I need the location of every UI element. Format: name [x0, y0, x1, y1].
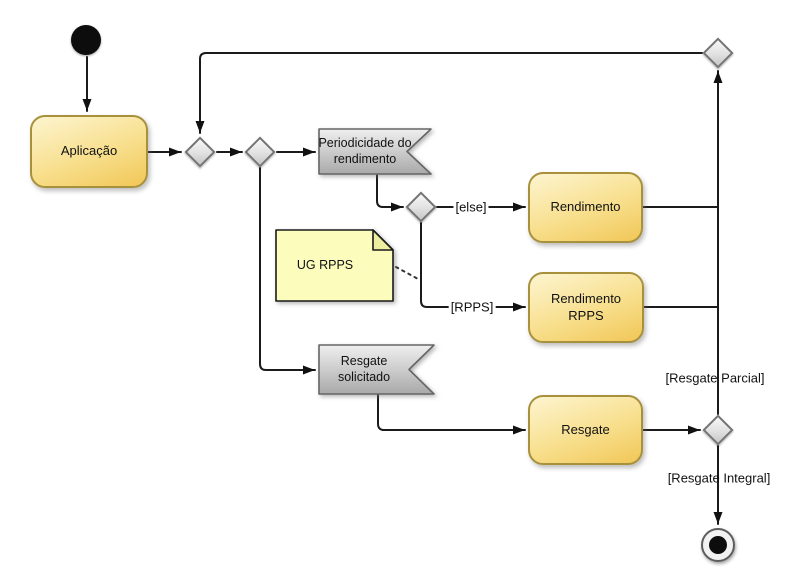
activity-resgate: Resgate	[528, 395, 643, 465]
final-node-dot	[709, 536, 727, 554]
activity-rendimento-rpps: Rendimento RPPS	[528, 272, 644, 343]
edge-label-rpps: [RPPS]	[448, 299, 496, 315]
note-ug-rpps-label: UG RPPS	[296, 257, 354, 272]
note-fold-corner-icon	[372, 229, 394, 251]
signal-shape	[318, 128, 432, 175]
edge-resgate-solicitado-to-resgate	[377, 394, 526, 435]
activity-rendimento: Rendimento	[528, 172, 643, 243]
edge-fork-to-resgate-solicitado	[259, 167, 316, 375]
activity-rendimento-rpps-label: Rendimento RPPS	[550, 290, 622, 323]
signal-resgate-solicitado-label: Resgate solicitado	[337, 353, 391, 384]
edge-loopback-top	[195, 52, 703, 134]
edge-label-resgate-integral: [Resgate Integral]	[667, 470, 771, 486]
edge-label-else: [else]	[453, 199, 489, 215]
note-shape	[275, 229, 394, 302]
edge-label-resgate-parcial: [Resgate Parcial]	[665, 370, 765, 386]
note-ug-rpps: UG RPPS	[275, 229, 394, 302]
activity-aplicacao: Aplicação	[30, 115, 148, 188]
activity-resgate-label: Resgate	[561, 421, 610, 437]
signal-periodicidade-label: Periodicidade do rendimento	[318, 135, 412, 166]
signal-resgate-solicitado: Resgate solicitado	[318, 344, 435, 395]
activity-rendimento-label: Rendimento	[550, 199, 621, 215]
note-anchor-dotted-line	[395, 266, 421, 281]
initial-node	[71, 25, 101, 55]
signal-shape	[318, 344, 435, 395]
activity-aplicacao-label: Aplicação	[60, 143, 118, 159]
signal-periodicidade-rendimento: Periodicidade do rendimento	[318, 128, 432, 175]
final-node	[701, 528, 735, 562]
edge-rpps-to-rendimento-rpps	[420, 222, 526, 312]
edge-periodicidade-to-decision	[376, 173, 404, 212]
